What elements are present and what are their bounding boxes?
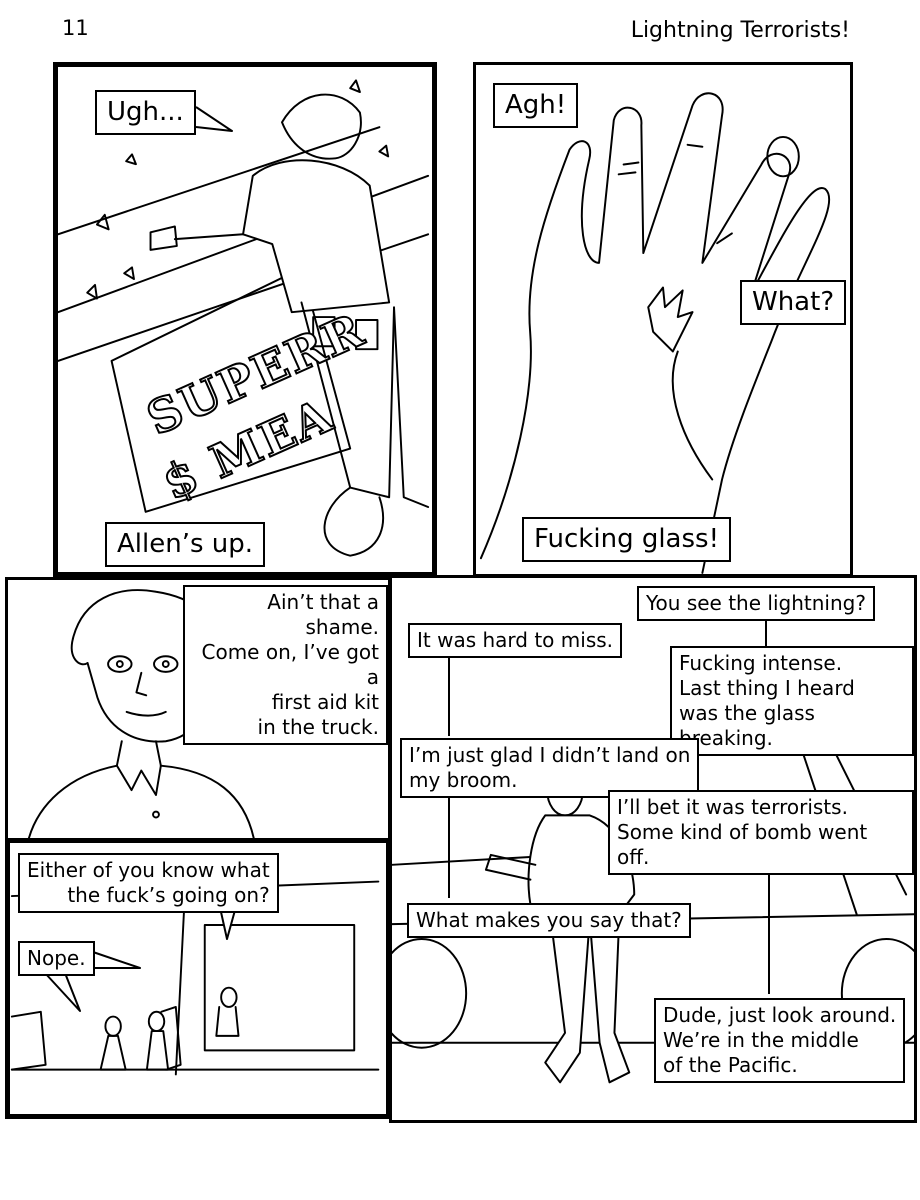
speech-balloon-pacific: Dude, just look around. We’re in the mid… (654, 998, 906, 1083)
speech-balloon-lightning: You see the lightning? (637, 586, 875, 621)
balloon-tail (44, 972, 81, 1012)
speech-balloon-hard-to-miss: It was hard to miss. (408, 623, 623, 658)
panel-1-art (58, 79, 430, 557)
panel-1: SUPERR $ MEA Ugh... Allen’s up. (53, 62, 437, 577)
speech-balloon-ugh: Ugh... (95, 90, 196, 135)
balloon-tail (448, 658, 450, 736)
panel-2-art (479, 92, 831, 574)
balloon-tail (195, 106, 233, 132)
caption-what: What? (740, 280, 847, 325)
panel-3: Ain’t that a shame. Come on, I’ve got a … (5, 577, 391, 841)
page-number: 11 (62, 16, 89, 40)
balloon-tail (89, 950, 141, 969)
speech-balloon-what-makes: What makes you say that? (407, 903, 691, 938)
panel-5: You see the lightning? It was hard to mi… (389, 575, 917, 1123)
speech-balloon-terrorists: I’ll bet it was terrorists. Some kind of… (608, 790, 914, 875)
page-title: Lightning Terrorists! (630, 18, 850, 43)
caption-agh: Agh! (493, 83, 579, 128)
speech-balloon-first-aid: Ain’t that a shame. Come on, I’ve got a … (183, 585, 388, 745)
speech-balloon-nope: Nope. (18, 941, 95, 976)
panel-2: Agh! What? Fucking glass! (473, 62, 853, 577)
speech-balloon-what-going-on: Either of you know what the fuck’s going… (18, 853, 279, 913)
balloon-tail (448, 778, 450, 898)
panel-4: Either of you know what the fuck’s going… (5, 838, 391, 1119)
caption-fucking-glass: Fucking glass! (522, 517, 732, 562)
speech-balloon-broom: I’m just glad I didn’t land on my broom. (400, 738, 700, 798)
caption-allens-up: Allen’s up. (105, 522, 266, 567)
speech-balloon-intense: Fucking intense. Last thing I heard was … (670, 646, 914, 756)
